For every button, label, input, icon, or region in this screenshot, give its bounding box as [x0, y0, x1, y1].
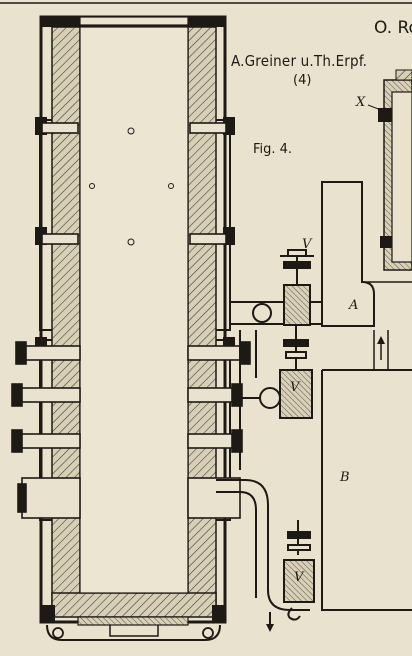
furnace-tube [39, 15, 227, 641]
left-nozzles [11, 122, 81, 519]
bottom-wall [51, 592, 217, 618]
inner-chamber [79, 26, 189, 594]
figure-label: Fig. 4. [253, 142, 293, 157]
flow-arrow-up [373, 330, 389, 370]
chamber-b-label: B [340, 470, 350, 485]
plate-title-right: O. Ro [374, 18, 412, 38]
right-wall [187, 26, 217, 610]
detail-x-section [367, 69, 412, 271]
valve-label-middle: V [290, 380, 300, 395]
left-wall [51, 26, 81, 610]
plate-authors: A.Greiner u.Th.Erpf. [231, 52, 368, 70]
left-frame [35, 117, 52, 521]
valve-label-upper: V [302, 237, 312, 252]
valve-label-lower: V [294, 570, 304, 585]
plate-number: (4) [293, 73, 312, 88]
chamber-a-label: A [349, 298, 359, 313]
piping [216, 249, 323, 632]
chamber-a [321, 181, 412, 327]
right-frame [216, 117, 235, 521]
chamber-b [321, 369, 412, 611]
x-marker-label: X [356, 95, 366, 110]
right-nozzles [187, 122, 251, 519]
